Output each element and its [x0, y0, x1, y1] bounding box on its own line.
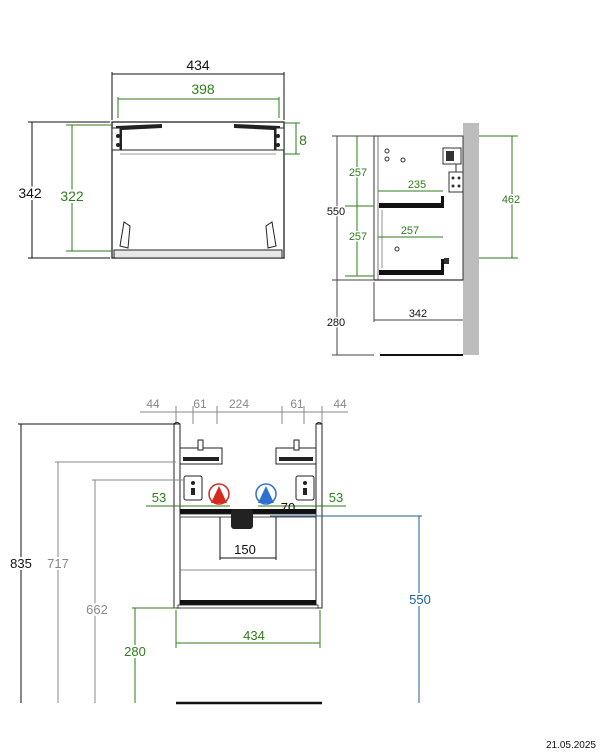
dim-height-717: 717: [47, 556, 69, 571]
dim-inner-height: 322: [60, 188, 84, 204]
wall: [463, 123, 479, 355]
dim-overall-width: 434: [186, 57, 210, 73]
dim-seg-left-inner: 61: [193, 397, 207, 411]
dim-cold-offset: 53: [329, 490, 343, 505]
dim-gap: 8: [299, 132, 307, 148]
dim-seg-right-inner: 61: [290, 397, 304, 411]
dim-seg-center: 224: [229, 397, 249, 411]
dim-height-280: 280: [124, 644, 146, 659]
dim-depth: 342: [409, 308, 427, 320]
dim-lower-depth: 257: [401, 225, 419, 237]
dim-inner-width: 398: [191, 81, 215, 97]
dim-mount-height-blue: 550: [409, 592, 431, 607]
dim-mount-height: 550: [327, 206, 345, 218]
date-label: 21.05.2025: [546, 740, 596, 751]
dim-drain-offset: 70: [281, 500, 295, 515]
dim-hot-offset: 53: [152, 490, 166, 505]
dim-seg-right-outer: 44: [333, 397, 347, 411]
dim-overall-height: 342: [18, 185, 42, 201]
dim-drawer-top: 257: [349, 167, 367, 179]
dim-drain-width: 150: [234, 542, 256, 557]
dim-height-662: 662: [86, 602, 108, 617]
dim-drawer-bottom: 257: [349, 231, 367, 243]
dim-upper-depth: 235: [408, 179, 426, 191]
dim-width: 434: [243, 628, 265, 643]
side-view: 257 257 235 257 462 550 280 342: [325, 123, 522, 356]
front-view: 44 61 224 61 44 53 53: [8, 397, 433, 705]
drain-outlet: [231, 509, 253, 529]
dim-total-height: 835: [10, 556, 32, 571]
dim-rail-height: 462: [502, 194, 520, 206]
dim-floor-height: 280: [327, 317, 345, 329]
dim-seg-left-outer: 44: [146, 397, 160, 411]
top-view: 434 398 342 322: [16, 57, 309, 259]
